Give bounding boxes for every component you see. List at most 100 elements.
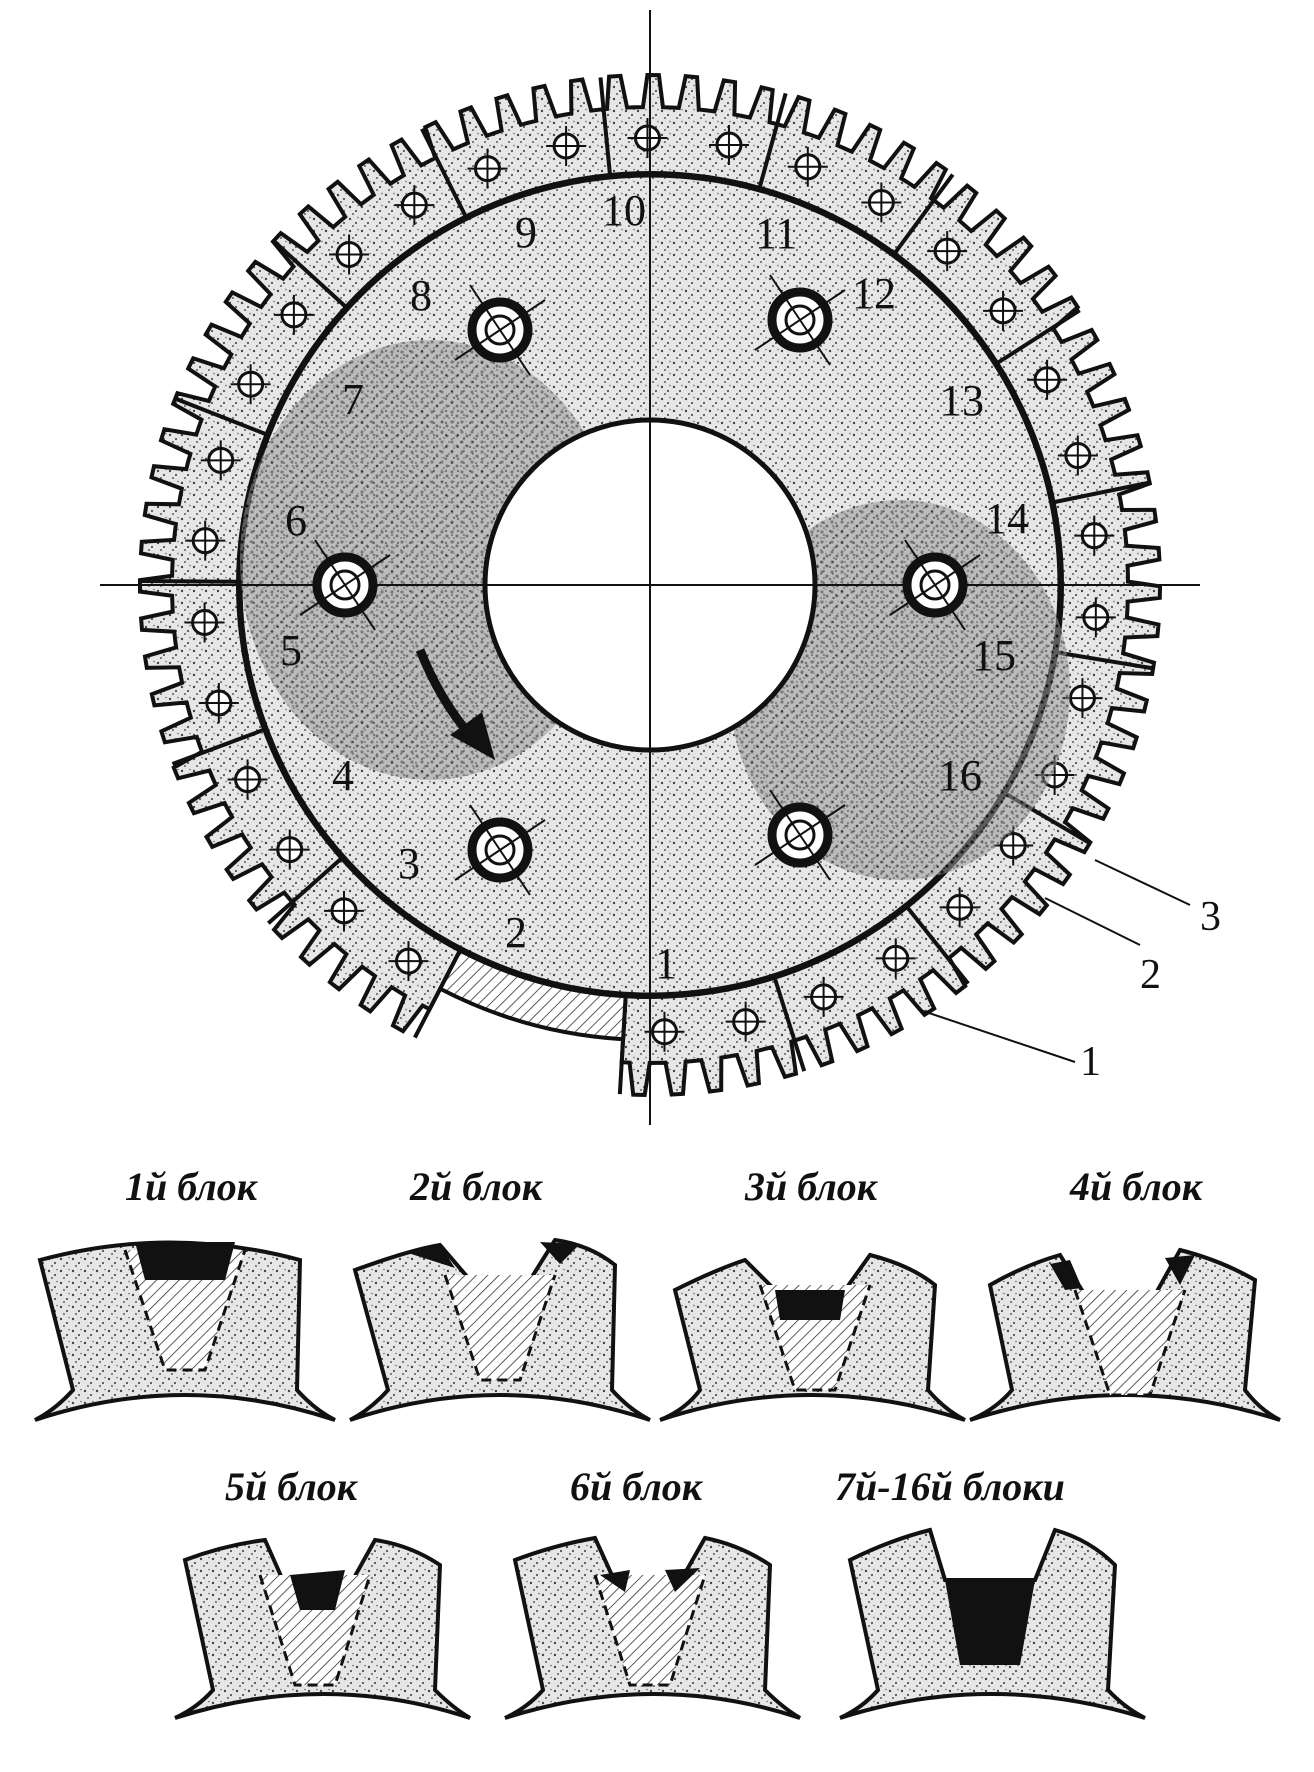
block-caption: 3й блок	[744, 1164, 879, 1209]
bolt-mark-icon	[939, 887, 980, 928]
block-divider	[892, 173, 955, 255]
bolt-mark-icon	[644, 1011, 685, 1052]
bolt-mark-icon	[627, 118, 668, 159]
bolt-mark-icon	[725, 1001, 766, 1042]
block-divider	[139, 579, 239, 584]
block-caption: 4й блок	[1069, 1164, 1204, 1209]
sector-number: 10	[602, 186, 646, 235]
sector-number: 16	[938, 751, 982, 800]
tooth-groove-outline	[1073, 1289, 1187, 1397]
sector-number: 5	[280, 626, 302, 675]
bolt-mark-icon	[467, 148, 508, 189]
block-caption: 7й-16й блоки	[835, 1464, 1065, 1509]
bolt-mark-icon	[993, 825, 1034, 866]
bolt-mark-icon	[269, 829, 310, 870]
sector-number: 7	[342, 375, 364, 424]
bolt-mark-icon	[927, 231, 968, 272]
worn-area	[1050, 1255, 1195, 1290]
sector-number: 11	[755, 209, 797, 258]
block-profile: 2й блок	[349, 1164, 651, 1422]
tooth-groove-outline	[258, 1574, 372, 1687]
bolt-mark-icon	[1074, 515, 1115, 556]
sector-number: 1	[655, 939, 677, 988]
block-divider	[996, 308, 1081, 365]
bolt-hole-icon	[299, 539, 391, 631]
bolt-hole-icon	[454, 804, 546, 896]
sector-number: 4	[332, 751, 354, 800]
block-profile: 5й блок	[174, 1464, 472, 1720]
block-divider	[905, 905, 970, 985]
bolt-mark-icon	[708, 125, 749, 166]
bolt-mark-icon	[273, 294, 314, 335]
sector-numbers: 1 2 3 4 5 6 7 8 9 10 11 12 13 14 15 16	[280, 186, 1029, 988]
sector-number: 2	[505, 908, 527, 957]
bolt-mark-icon	[1057, 435, 1098, 476]
worn-area	[135, 1242, 235, 1280]
bolt-mark-icon	[394, 185, 435, 226]
bolt-hole-icon	[454, 284, 546, 376]
bolt-mark-icon	[184, 602, 225, 643]
block-profile: 1й блок	[34, 1164, 336, 1422]
tooth-bolt-marks	[184, 118, 1116, 1052]
gear-wheel: 1 2 3 4 5 6 7 8 9 10 11 12 13 14 15 16 1…	[100, 10, 1221, 1125]
sector-number: 3	[398, 839, 420, 888]
bolt-mark-icon	[227, 759, 268, 800]
disc-bolt-holes	[299, 274, 981, 896]
bolt-mark-icon	[200, 440, 241, 481]
bolt-mark-icon	[787, 146, 828, 187]
bolt-mark-icon	[1027, 359, 1068, 400]
bolt-mark-icon	[388, 941, 429, 982]
block-divider	[772, 977, 807, 1072]
sector-number: 15	[972, 631, 1016, 680]
bolt-mark-icon	[230, 364, 271, 405]
worn-area	[290, 1570, 345, 1610]
block-divider	[757, 92, 788, 189]
centerlines	[100, 10, 1200, 1125]
block-divider	[272, 239, 348, 309]
bolt-mark-icon	[329, 234, 370, 275]
worn-area	[775, 1290, 845, 1320]
block-profiles: 1й блок 2й блок 3й блок 4й блок 5й блок	[34, 1164, 1281, 1720]
sector-number: 8	[410, 271, 432, 320]
bolt-mark-icon	[875, 938, 916, 979]
rotation-arrow-head-icon	[450, 712, 495, 760]
bolt-hole-icon	[889, 539, 981, 631]
block-caption: 6й блок	[570, 1464, 704, 1509]
block-caption: 1й блок	[125, 1164, 259, 1209]
block-divider	[598, 77, 612, 176]
block-profile: 4й блок	[969, 1164, 1281, 1422]
sector-number: 12	[852, 269, 896, 318]
bolt-mark-icon	[546, 125, 587, 166]
bolt-mark-icon	[861, 182, 902, 223]
block-caption: 2й блок	[409, 1164, 544, 1209]
worn-area	[945, 1580, 1035, 1665]
callout-leaders	[919, 859, 1191, 1063]
block-divider	[266, 856, 343, 925]
bolt-mark-icon	[198, 682, 239, 723]
tooth-groove-outline	[443, 1274, 557, 1382]
sector-number: 6	[285, 496, 307, 545]
block-profile: 6й блок	[504, 1464, 802, 1720]
tooth-block-dividers	[139, 77, 1154, 1095]
block-profile: 7й-16й блоки	[835, 1464, 1146, 1720]
block-caption: 5й блок	[225, 1464, 359, 1509]
bolt-mark-icon	[983, 290, 1024, 331]
block-divider	[1053, 480, 1151, 505]
block-profile: 3й блок	[659, 1164, 966, 1422]
sector-number: 14	[985, 494, 1029, 543]
bolt-mark-icon	[803, 976, 844, 1017]
bolt-mark-icon	[1075, 597, 1116, 638]
bolt-mark-icon	[323, 890, 364, 931]
block-divider	[1056, 650, 1154, 671]
sector-number: 13	[940, 376, 984, 425]
callout-label: 1	[1080, 1039, 1101, 1085]
sector-number: 9	[515, 208, 537, 257]
callout-label: 2	[1140, 952, 1161, 998]
bolt-hole-icon	[754, 789, 846, 881]
tooth-groove-outline	[593, 1574, 707, 1687]
bolt-mark-icon	[185, 520, 226, 561]
bolt-hole-icon	[754, 274, 846, 366]
callout-label: 3	[1200, 894, 1221, 940]
block-divider	[171, 727, 265, 766]
